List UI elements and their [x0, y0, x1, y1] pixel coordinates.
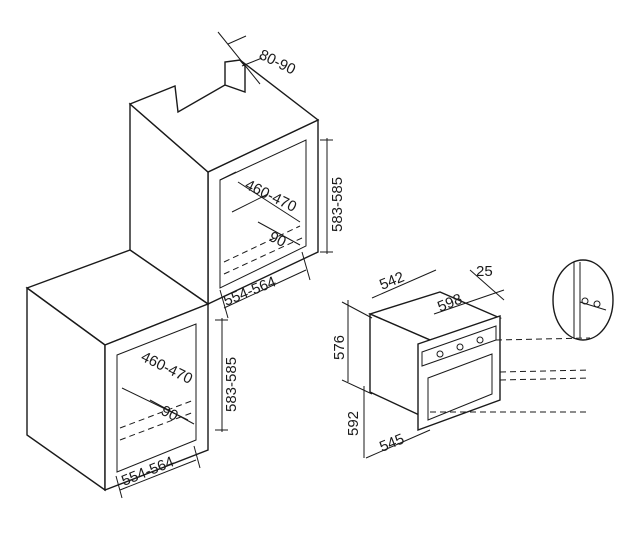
label-oven-depth: 542 — [377, 269, 407, 294]
label-base-vent: 90 — [158, 402, 180, 425]
label-tall-vent: 90 — [266, 228, 288, 251]
base-cabinet — [25, 249, 210, 492]
label-tall-cavity-height: 583-585 — [329, 177, 346, 232]
oven-unit — [367, 291, 503, 432]
cabinet-dimension-lines — [115, 31, 333, 499]
hinge-detail-circle — [552, 259, 614, 341]
label-base-cavity-height: 583-585 — [223, 357, 240, 412]
tall-cabinet — [128, 58, 320, 306]
label-oven-panel: 25 — [476, 263, 493, 280]
detail-leader-lines — [430, 337, 591, 413]
label-oven-height: 576 — [331, 335, 348, 360]
label-oven-front-width: 545 — [377, 431, 407, 456]
label-oven-front-height: 592 — [345, 411, 362, 436]
oven-dimension-lines — [341, 269, 505, 459]
label-gap-top: 80-90 — [256, 46, 298, 78]
